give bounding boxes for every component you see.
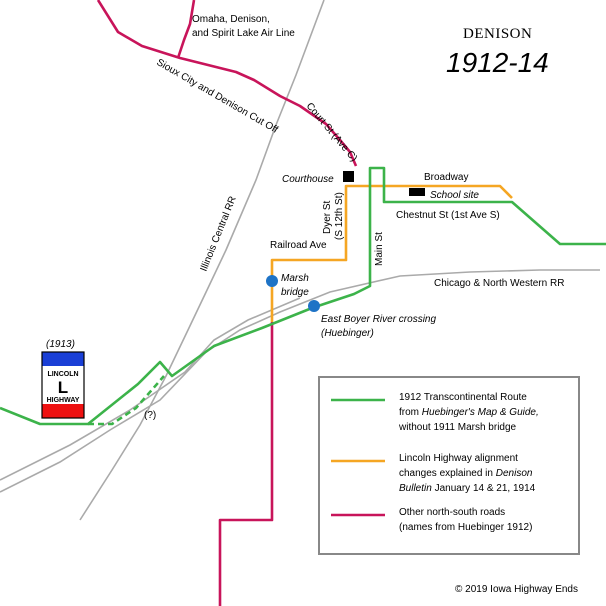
lincoln-highway-sign: (1913) LINCOLN L HIGHWAY: [41, 339, 85, 419]
chestnut-label: Chestnut St (1st Ave S): [396, 210, 500, 221]
school-marker: [409, 188, 425, 196]
legend-item-2-line-3: Bulletin January 14 & 21, 1914: [399, 483, 536, 494]
school-site-label: School site: [430, 190, 479, 201]
question-label: (?): [144, 410, 156, 421]
legend-item-1-line-2: from Huebinger's Map & Guide,: [399, 407, 539, 418]
sign-top-band: [42, 352, 84, 366]
uncertain-route: [88, 375, 165, 426]
sign-letter: L: [58, 378, 68, 397]
courthouse-marker: [343, 171, 354, 182]
sign-year: (1913): [46, 339, 75, 350]
main-st-label: Main St: [374, 232, 385, 266]
east-boyer-dot: [308, 300, 320, 312]
rail-spur: [0, 297, 301, 481]
legend-box: [318, 376, 580, 555]
marsh-bridge-dot: [266, 275, 278, 287]
chicago-nw-label: Chicago & North Western RR: [434, 278, 564, 289]
legend-item-1-line-1: 1912 Transcontinental Route: [399, 392, 527, 403]
sign-top-text: LINCOLN: [47, 371, 78, 378]
railroad-ave-label: Railroad Ave: [270, 240, 327, 251]
cut-off-label: Sioux City and Denison Cut Off: [155, 57, 280, 136]
legend-item-3-line-2: (names from Huebinger 1912): [399, 522, 532, 533]
copyright: © 2019 Iowa Highway Ends: [455, 584, 578, 595]
dyer-st-south: [218, 322, 274, 606]
legend-item-2-line-1: Lincoln Highway alignment: [399, 453, 518, 464]
sign-bottom-text: HIGHWAY: [47, 397, 80, 404]
sign-border: [41, 351, 85, 419]
cut-off-road: [96, 0, 358, 167]
sign-middle-band: [42, 366, 84, 404]
legend: 1912 Transcontinental Route from Huebinge…: [318, 376, 580, 555]
map-title: DENISON: [463, 26, 532, 42]
air-line-road: [176, 0, 196, 59]
east-boyer-label-2: (Huebinger): [321, 328, 374, 339]
court-st-label: Court St (Ave C): [304, 101, 359, 164]
legend-text: 1912 Transcontinental Route from Huebinge…: [398, 392, 539, 533]
courthouse-label: Courthouse: [282, 174, 334, 185]
lincoln-highway-change: [270, 184, 513, 322]
marsh-bridge-label-1: Marsh: [281, 273, 309, 284]
east-boyer-label-1: East Boyer River crossing: [321, 314, 436, 325]
dyer-st-label: Dyer St: [322, 200, 333, 234]
legend-item-3-line-1: Other north-south roads: [399, 507, 505, 518]
omaha-line-label-2: and Spirit Lake Air Line: [192, 28, 295, 39]
omaha-line-label-1: Omaha, Denison,: [192, 14, 270, 25]
legend-item-2-line-2: changes explained in Denison: [399, 468, 533, 479]
legend-item-1-line-3: without 1911 Marsh bridge: [398, 422, 517, 433]
broadway-label: Broadway: [424, 172, 468, 183]
marsh-bridge-label-2: bridge: [281, 287, 309, 298]
sign-bottom-band: [42, 404, 84, 418]
dyer-st-alt-label: (S 12th St): [334, 192, 345, 240]
illinois-central-rr: [79, 0, 325, 521]
chicago-nw-rr: [0, 269, 600, 493]
map-years: 1912-14: [446, 47, 549, 78]
